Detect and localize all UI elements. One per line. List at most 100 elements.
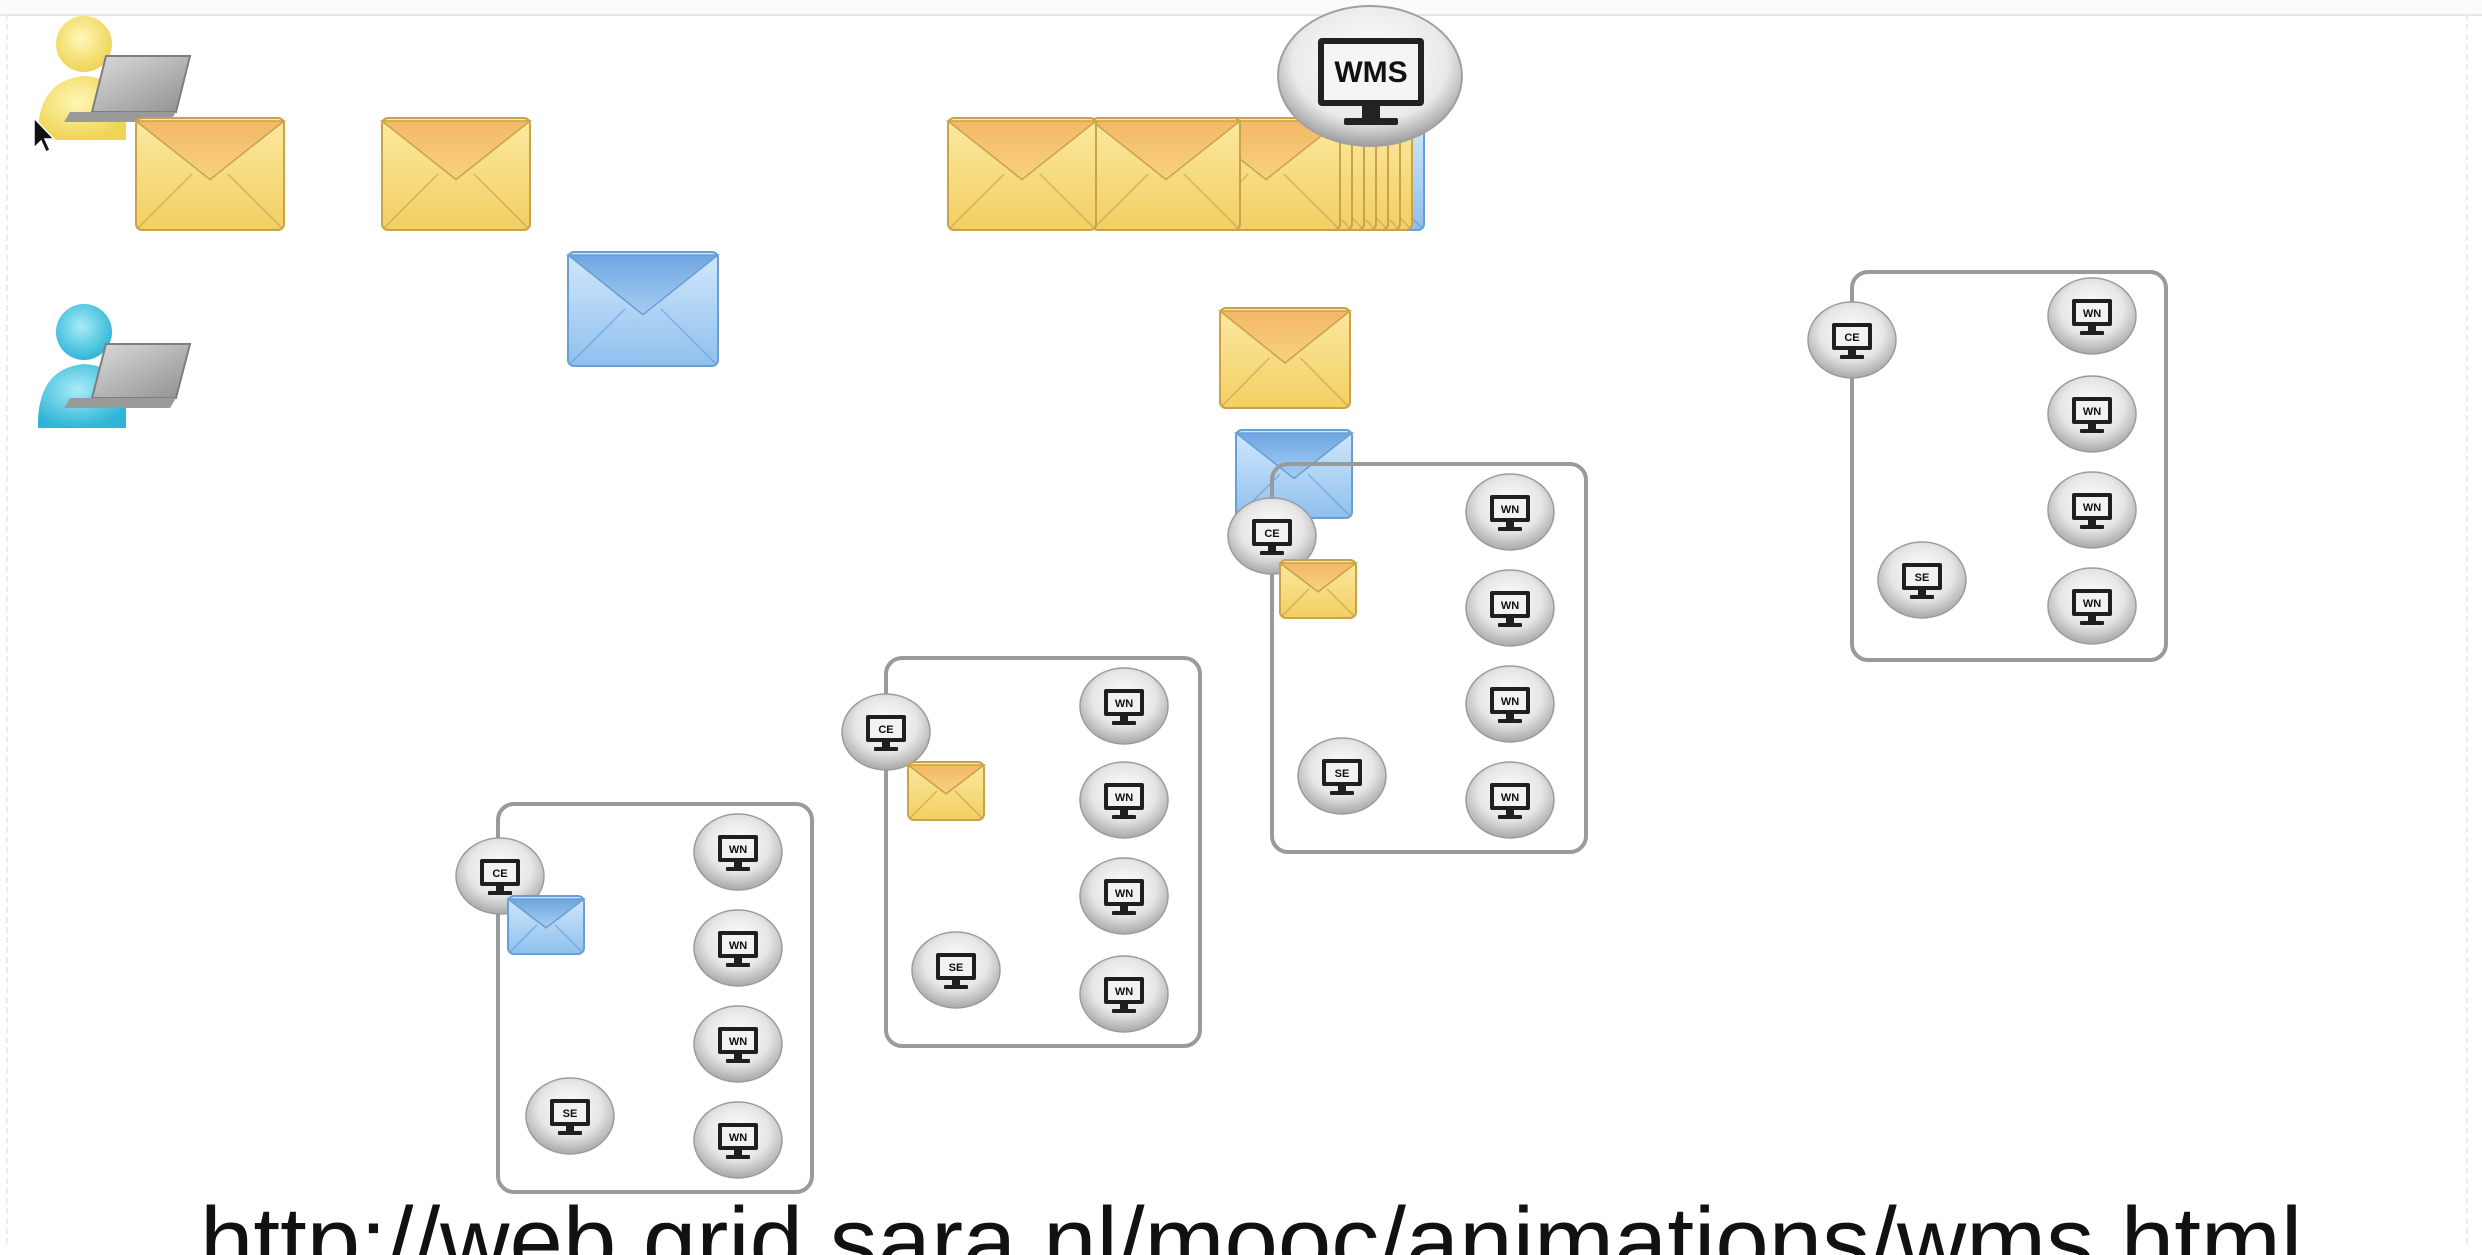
worker-node-label: WN: [1501, 600, 1519, 612]
monitor-icon: [1252, 519, 1292, 555]
worker-node: WN: [1465, 569, 1555, 647]
running-job-envelope: [905, 761, 987, 821]
monitor-icon: [2072, 589, 2112, 625]
worker-node: WN: [1465, 665, 1555, 743]
worker-node-label: WN: [729, 844, 747, 856]
slide-right-border: [2466, 14, 2468, 1244]
worker-node: WN: [693, 909, 783, 987]
monitor-icon: [1490, 495, 1530, 531]
computing-element: CE: [841, 693, 931, 771]
user-head: [56, 304, 112, 360]
monitor-icon: [1104, 689, 1144, 725]
running-job-envelope: [505, 895, 587, 955]
job-envelope: [133, 117, 287, 231]
worker-node: WN: [693, 1005, 783, 1083]
worker-node: WN: [2047, 471, 2137, 549]
worker-node-label: WN: [2083, 406, 2101, 418]
worker-node: WN: [2047, 567, 2137, 645]
monitor-icon: [718, 835, 758, 871]
computing-element-label: CE: [492, 868, 507, 880]
worker-node: WN: [1079, 955, 1169, 1033]
monitor-icon: [1318, 38, 1424, 125]
wms-label: WMS: [1334, 56, 1407, 89]
queued-job-envelope: [1089, 117, 1243, 231]
queued-job-envelope: [945, 117, 1099, 231]
site-boundary: [884, 656, 1202, 1048]
worker-node: WN: [1079, 667, 1169, 745]
monitor-icon: [1490, 687, 1530, 723]
job-envelope: [379, 117, 533, 231]
worker-node-label: WN: [1115, 792, 1133, 804]
user-head: [56, 16, 112, 72]
monitor-icon: [550, 1099, 590, 1135]
worker-node: WN: [1465, 473, 1555, 551]
computing-element: CE: [1807, 301, 1897, 379]
grid-site: WN WN WN WN SE CE: [1807, 270, 2168, 662]
monitor-icon: [1104, 879, 1144, 915]
worker-node-label: WN: [729, 940, 747, 952]
storage-element-label: SE: [1915, 572, 1930, 584]
grid-sites: WNWNWNWNSECEWNWNWNWNSECEWNWNWNWNSECEWNWN…: [455, 270, 2168, 1194]
worker-node-label: WN: [1115, 698, 1133, 710]
grid-site: WN WN WN WN SE CE: [455, 802, 814, 1194]
storage-element: SE: [1297, 737, 1387, 815]
storage-element-label: SE: [949, 962, 964, 974]
computing-element-label: CE: [1264, 528, 1279, 540]
site-boundary: [496, 802, 814, 1194]
worker-node: WN: [1465, 761, 1555, 839]
monitor-icon: [1832, 323, 1872, 359]
computing-element-label: CE: [878, 724, 893, 736]
monitor-icon: [866, 715, 906, 751]
computing-element: CE: [1227, 497, 1317, 575]
storage-element-label: SE: [1335, 768, 1350, 780]
worker-node-label: WN: [1115, 986, 1133, 998]
storage-element: SE: [525, 1077, 615, 1155]
footer-url: http://web.grid.sara.nl/mooc/animations/…: [200, 1188, 2303, 1255]
storage-element-label: SE: [563, 1108, 578, 1120]
storage-element: SE: [1877, 541, 1967, 619]
worker-node-label: WN: [2083, 502, 2101, 514]
monitor-icon: [2072, 493, 2112, 529]
site-boundary: [1850, 270, 2168, 662]
monitor-icon: [1490, 783, 1530, 819]
monitor-icon: [2072, 397, 2112, 433]
monitor-icon: [2072, 299, 2112, 335]
worker-node-label: WN: [729, 1036, 747, 1048]
worker-node: WN: [2047, 277, 2137, 355]
slide-top-border: [0, 0, 2482, 16]
worker-node-label: WN: [2083, 308, 2101, 320]
worker-node-label: WN: [1501, 792, 1519, 804]
job-envelopes: [133, 117, 1427, 519]
worker-node-label: WN: [729, 1132, 747, 1144]
monitor-icon: [1902, 563, 1942, 599]
job-envelope: [1217, 307, 1353, 409]
mouse-cursor-icon: [33, 116, 56, 154]
worker-node: WN: [693, 813, 783, 891]
user-blue: [38, 304, 192, 428]
monitor-icon: [1322, 759, 1362, 795]
grid-site: WN WN WN WN SE CE: [1227, 462, 1588, 854]
monitor-icon: [718, 1027, 758, 1063]
grid-site: WN WN WN WN SE CE: [841, 656, 1202, 1048]
monitor-icon: [1490, 591, 1530, 627]
computing-element-label: CE: [1844, 332, 1859, 344]
monitor-icon: [480, 859, 520, 895]
worker-node-label: WN: [1115, 888, 1133, 900]
monitor-icon: [718, 1123, 758, 1159]
worker-node-label: WN: [1501, 504, 1519, 516]
worker-node: WN: [1079, 761, 1169, 839]
storage-element: SE: [911, 931, 1001, 1009]
running-job-envelope: [1277, 559, 1359, 619]
monitor-icon: [936, 953, 976, 989]
monitor-icon: [1104, 977, 1144, 1013]
job-envelope: [565, 251, 721, 367]
wms-server: WMS: [1277, 5, 1463, 147]
site-boundary: [1270, 462, 1588, 854]
worker-node: WN: [2047, 375, 2137, 453]
worker-node-label: WN: [2083, 598, 2101, 610]
worker-node: WN: [693, 1101, 783, 1179]
slide-left-border: [6, 14, 8, 1244]
worker-node: WN: [1079, 857, 1169, 935]
laptop-icon: [64, 343, 192, 408]
